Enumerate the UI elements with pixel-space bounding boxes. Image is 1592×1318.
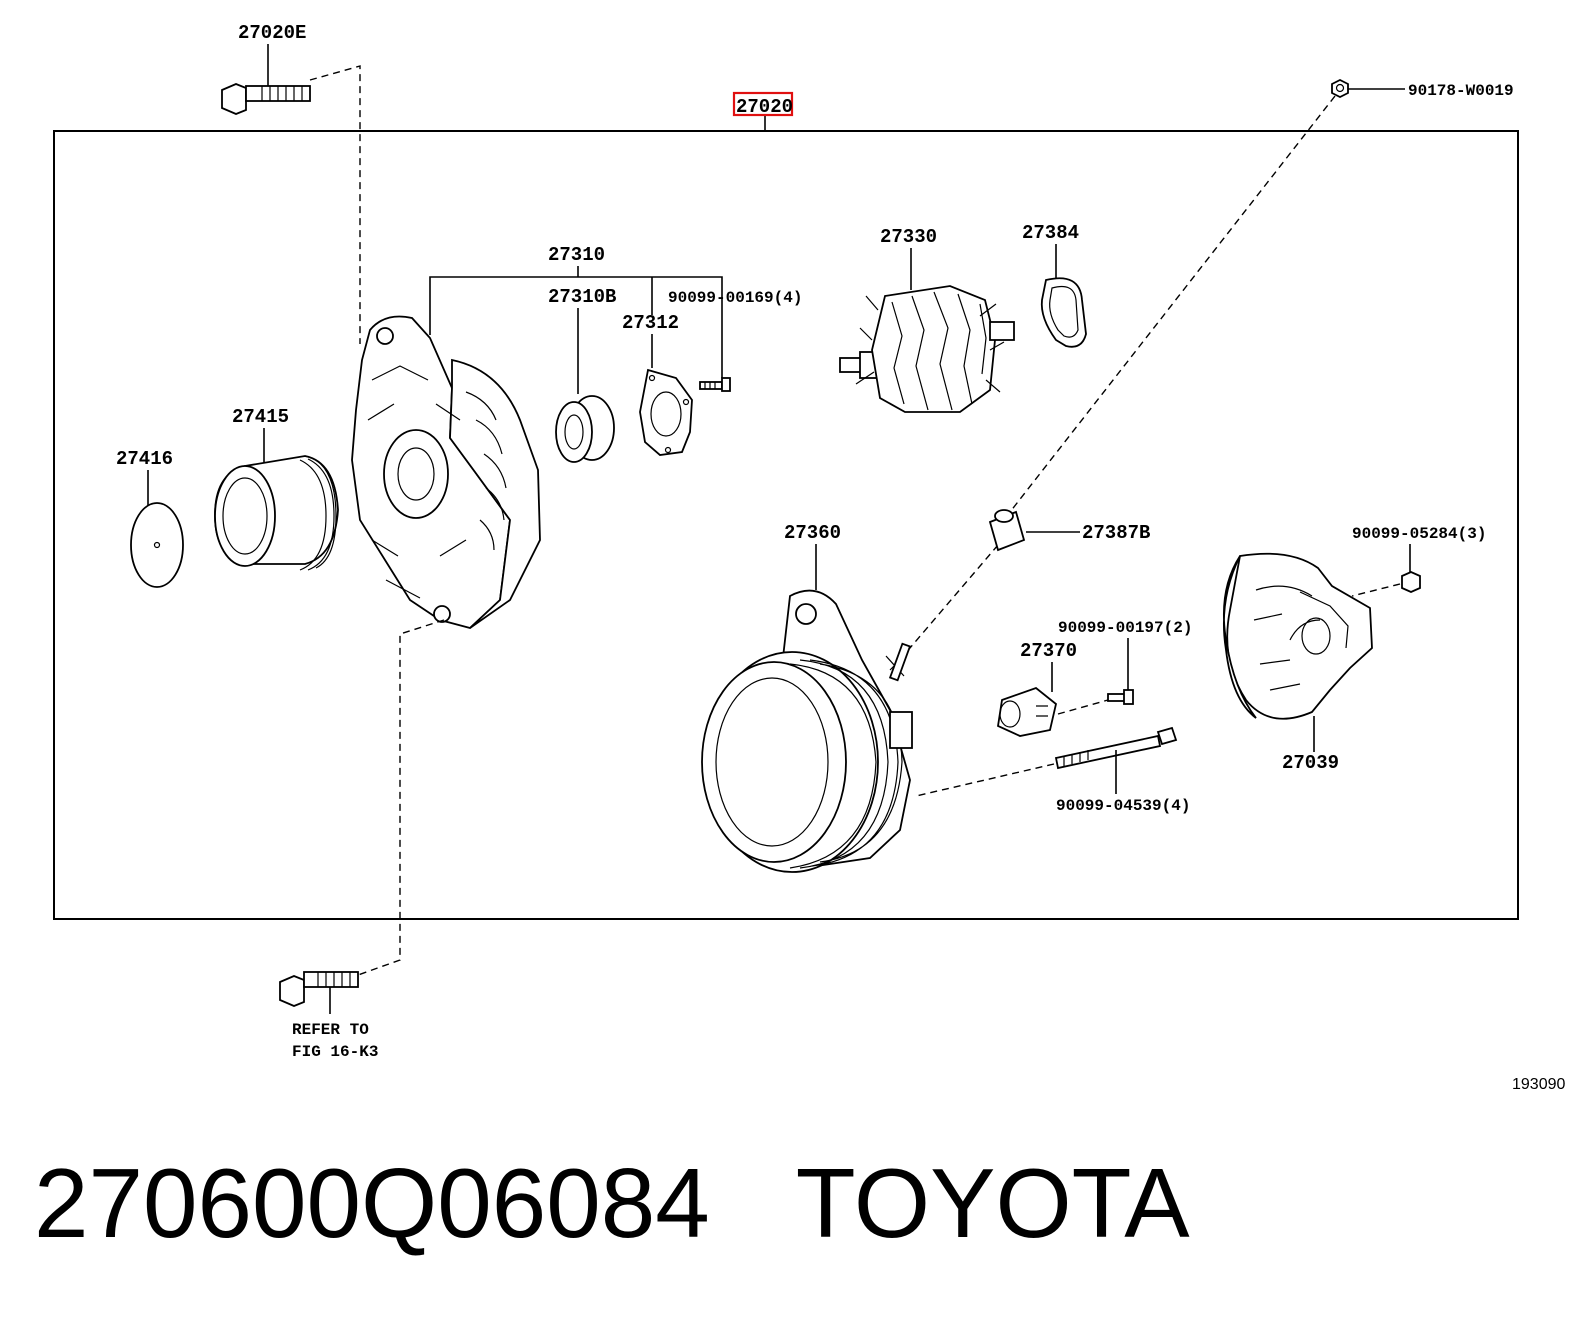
label-27415[interactable]: 27415: [232, 406, 289, 428]
rear-frame-27360-icon[interactable]: [701, 589, 913, 873]
label-27330[interactable]: 27330: [880, 226, 937, 248]
label-27370[interactable]: 27370: [1020, 640, 1077, 662]
label-27312[interactable]: 27312: [622, 312, 679, 334]
label-27384[interactable]: 27384: [1022, 222, 1079, 244]
bearing-27310B-icon[interactable]: [555, 395, 615, 463]
label-27360[interactable]: 27360: [784, 522, 841, 544]
label-90099-05284[interactable]: 90099-05284(3): [1352, 525, 1486, 543]
label-90099-00169[interactable]: 90099-00169(4): [668, 289, 802, 307]
regulator-27370-icon[interactable]: [997, 686, 1058, 737]
highlighted-part-box: [732, 91, 794, 117]
nut-90178-icon[interactable]: [1331, 78, 1349, 99]
label-27039[interactable]: 27039: [1282, 752, 1339, 774]
through-bolt-90099-04539-icon[interactable]: [1054, 726, 1178, 770]
diagram-number: 193090: [1512, 1076, 1566, 1093]
label-90178-W0019[interactable]: 90178-W0019: [1408, 82, 1514, 100]
brand-name: TOYOTA: [795, 1148, 1190, 1258]
rear-cover-27039-icon[interactable]: [1223, 552, 1373, 720]
label-27387B[interactable]: 27387B: [1082, 522, 1150, 544]
label-27310[interactable]: 27310: [548, 244, 605, 266]
insulator-27387B-icon[interactable]: [988, 509, 1026, 552]
label-90099-00197[interactable]: 90099-00197(2): [1058, 619, 1192, 637]
part-number: 270600Q06084: [34, 1148, 710, 1258]
drive-end-frame-icon[interactable]: [351, 315, 541, 629]
label-27310B[interactable]: 27310B: [548, 286, 616, 308]
part-caption: 270600Q06084 TOYOTA: [34, 1148, 1190, 1258]
label-90099-04539[interactable]: 90099-04539(4): [1056, 797, 1190, 815]
bolt-27020E-icon[interactable]: [221, 83, 311, 115]
screw-90099-00197-icon[interactable]: [1107, 689, 1134, 705]
bolt-refer-fig-icon[interactable]: [279, 971, 359, 1007]
screw-90099-00169-icon[interactable]: [699, 377, 731, 392]
pulley-27415-icon[interactable]: [214, 455, 339, 571]
label-27020E[interactable]: 27020E: [238, 22, 306, 44]
assembly-label[interactable]: 27020: [736, 96, 793, 118]
label-27416[interactable]: 27416: [116, 448, 173, 470]
assembly-frame: [53, 130, 1519, 920]
seal-27384-icon[interactable]: [1040, 277, 1087, 348]
refer-note-line1: REFER TO: [292, 1021, 369, 1039]
retainer-plate-27312-icon[interactable]: [639, 368, 693, 456]
nut-90099-05284-icon[interactable]: [1401, 571, 1421, 593]
refer-note-line2: FIG 16-K3: [292, 1043, 378, 1061]
rotor-27330-icon[interactable]: [839, 285, 1015, 413]
cap-27416-icon[interactable]: [130, 502, 184, 588]
